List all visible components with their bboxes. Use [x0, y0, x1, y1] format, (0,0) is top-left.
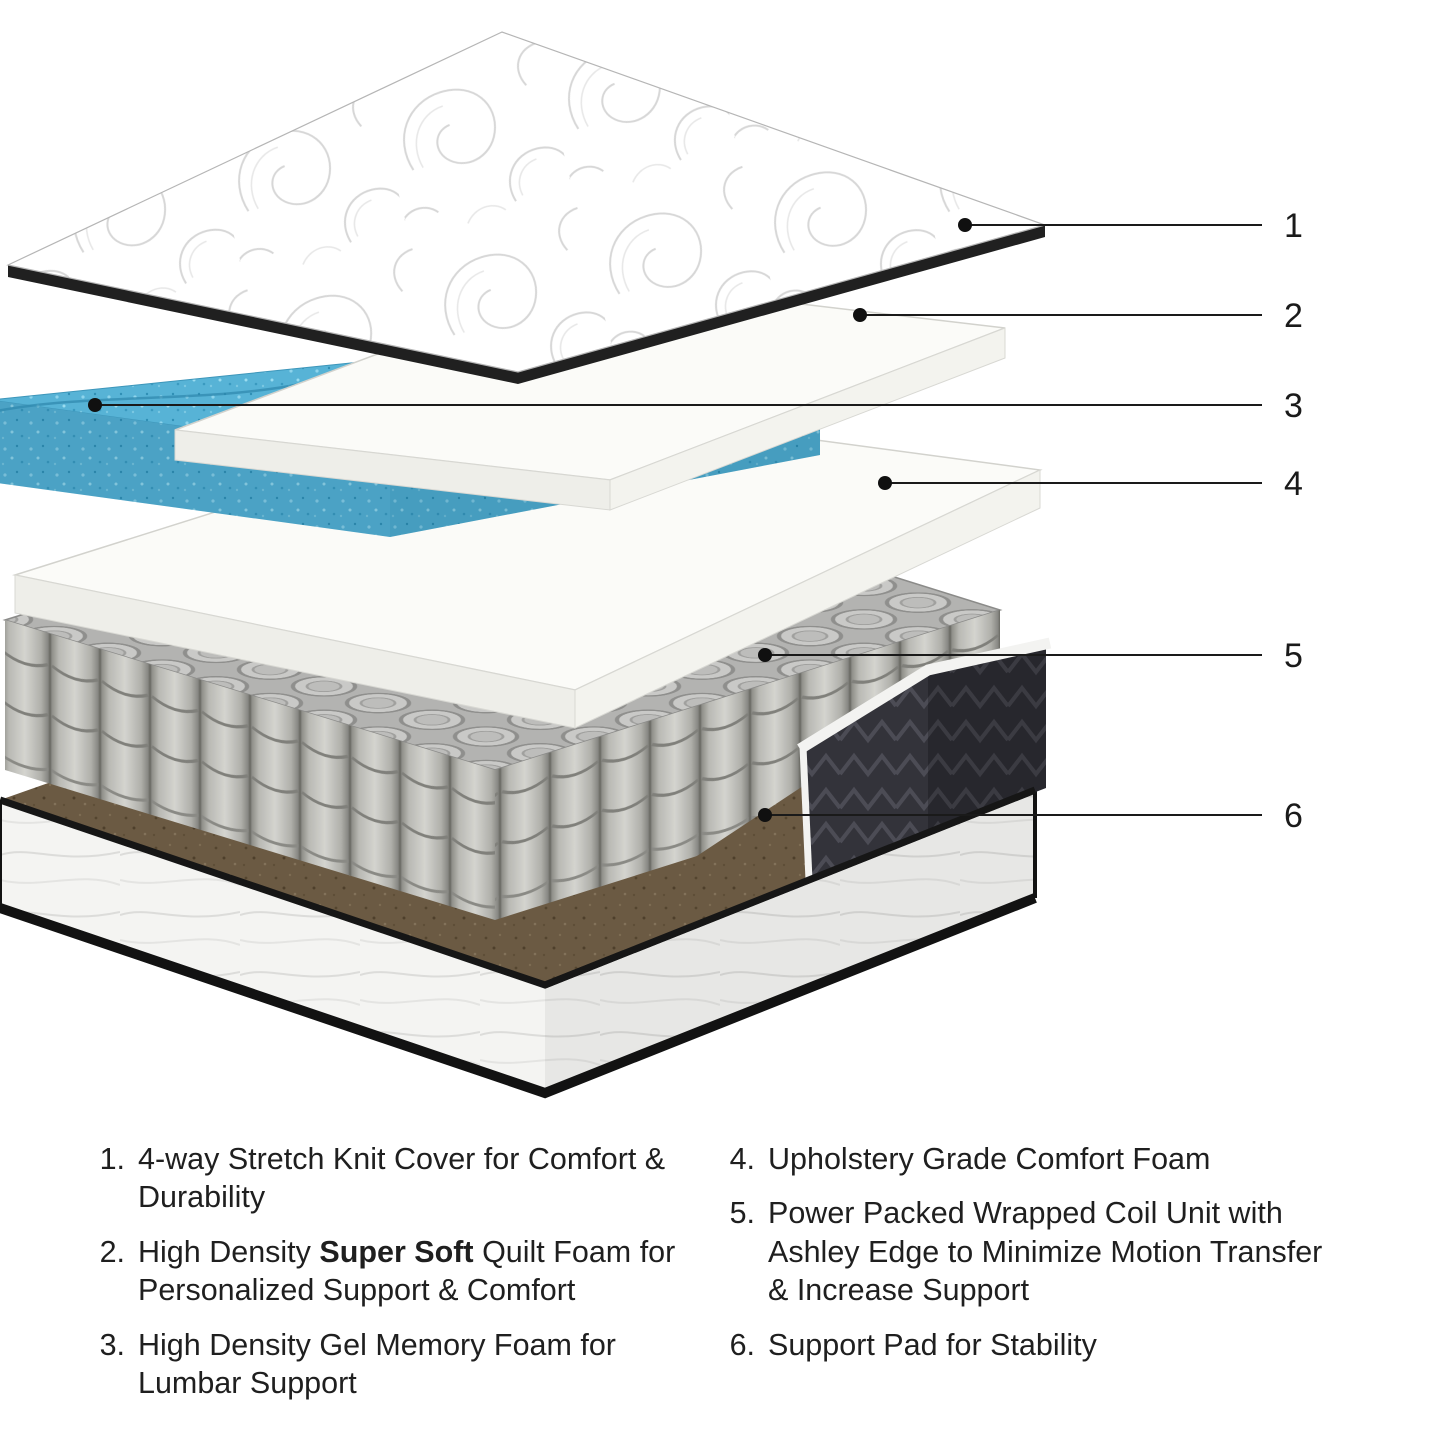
- legend-item-number: 2.: [99, 1234, 125, 1269]
- mattress-diagram-svg: 1 2 3 4 5 6: [0, 31, 1303, 1099]
- legend-item-text-post: Quilt Foam for Personalized Support & Co…: [138, 1234, 676, 1308]
- legend-item-6: 6. Support Pad for Stability: [722, 1326, 1334, 1364]
- layer-2-quilt-foam: [174, 277, 1006, 511]
- callout-1: 1: [958, 207, 1303, 245]
- callout-3: 3: [88, 387, 1303, 425]
- legend-item-text-pre: 4-way Stretch Knit Cover for Comfort & D…: [138, 1142, 666, 1215]
- legend-item-number: 5.: [729, 1196, 755, 1231]
- callout-5-dot: [758, 648, 772, 662]
- legend-item-text: Upholstery Grade Comfort Foam: [768, 1140, 1334, 1178]
- legend-item-text-pre: Power Packed Wrapped Coil Unit with Ashl…: [768, 1196, 1323, 1308]
- callout-4-label: 4: [1284, 465, 1303, 503]
- callout-6-dot: [758, 808, 772, 822]
- legend-item-text: Support Pad for Stability: [768, 1326, 1334, 1364]
- callout-2: 2: [853, 297, 1303, 335]
- callout-2-label: 2: [1284, 297, 1303, 335]
- pad-front-edge: [543, 786, 1037, 989]
- mattress-corner-cover: [797, 637, 1052, 881]
- legend-item-number: 3.: [99, 1327, 125, 1362]
- layer-4-comfort-foam: [12, 404, 1043, 729]
- callout-3-dot: [88, 398, 102, 412]
- legend-item-text: High Density Gel Memory Foam for Lumbar …: [138, 1326, 680, 1403]
- callout-6: 6: [758, 797, 1303, 835]
- mattress-exploded-diagram: 1 2 3 4 5 6: [0, 31, 1303, 1099]
- legend-item-5: 5. Power Packed Wrapped Coil Unit with A…: [722, 1194, 1334, 1309]
- callout-5-label: 5: [1284, 637, 1303, 675]
- callout-2-dot: [853, 308, 867, 322]
- legend-item-text-pre: Support Pad for Stability: [768, 1327, 1097, 1362]
- legend-item-text-bold: Super Soft: [319, 1234, 474, 1269]
- legend-item-number: 6.: [729, 1327, 755, 1362]
- callout-5: 5: [758, 637, 1303, 675]
- callout-6-label: 6: [1284, 797, 1303, 835]
- legend-item-text: 4-way Stretch Knit Cover for Comfort & D…: [138, 1140, 680, 1217]
- legend-column-left: 1. 4-way Stretch Knit Cover for Comfort …: [92, 1140, 680, 1403]
- legend-item-text: High Density Super Soft Quilt Foam for P…: [138, 1233, 680, 1310]
- callout-4-dot: [878, 476, 892, 490]
- legend-item-4: 4. Upholstery Grade Comfort Foam: [722, 1140, 1334, 1178]
- legend-item-1: 1. 4-way Stretch Knit Cover for Comfort …: [92, 1140, 680, 1217]
- legend-item-text-pre: High Density Gel Memory Foam for Lumbar …: [138, 1327, 616, 1401]
- legend-item-text: Power Packed Wrapped Coil Unit with Ashl…: [768, 1194, 1334, 1309]
- legend-item-number: 1.: [99, 1142, 125, 1176]
- legend-item-text-pre: Upholstery Grade Comfort Foam: [768, 1142, 1211, 1176]
- callout-1-label: 1: [1284, 207, 1303, 245]
- legend-item-2: 2. High Density Super Soft Quilt Foam fo…: [92, 1233, 680, 1310]
- callout-1-dot: [958, 218, 972, 232]
- callout-4: 4: [878, 465, 1303, 503]
- legend-item-number: 4.: [729, 1142, 755, 1176]
- callout-3-label: 3: [1284, 387, 1303, 425]
- legend-column-right: 4. Upholstery Grade Comfort Foam 5. Powe…: [722, 1140, 1334, 1403]
- legend-item-3: 3. High Density Gel Memory Foam for Lumb…: [92, 1326, 680, 1403]
- legend: 1. 4-way Stretch Knit Cover for Comfort …: [0, 1140, 1445, 1403]
- legend-item-text-pre: High Density: [138, 1234, 320, 1269]
